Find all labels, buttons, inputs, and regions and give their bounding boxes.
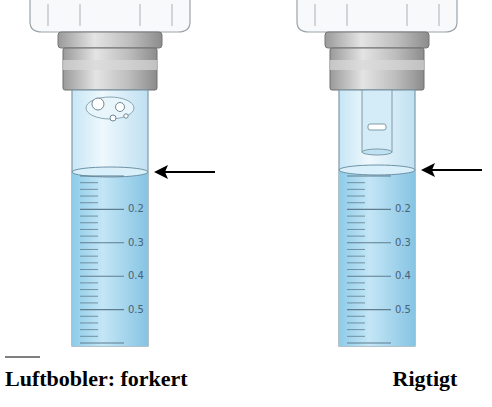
- scale-tick: [80, 189, 98, 190]
- scale-tick: [347, 242, 391, 243]
- scale-tick: [80, 236, 98, 237]
- scale-number: 0.2: [128, 203, 144, 215]
- scale-tick: [347, 209, 391, 210]
- scale-tick: [80, 296, 98, 297]
- scale-tick: [347, 175, 391, 176]
- scale-tick: [80, 249, 98, 250]
- scale-tick: [80, 322, 98, 323]
- syringe-correct: [297, 0, 482, 346]
- scale-tick: [347, 322, 365, 323]
- scale-number: 0.2: [395, 203, 411, 215]
- scale-tick: [347, 329, 365, 330]
- scale-tick: [347, 196, 365, 197]
- scale-number: 0.4: [395, 270, 411, 282]
- scale-tick: [347, 276, 391, 277]
- scale-tick: [347, 269, 365, 270]
- scale-tick: [347, 189, 365, 190]
- scale-tick: [80, 229, 98, 230]
- scale-tick: [80, 336, 98, 337]
- scale-tick: [80, 175, 124, 176]
- scale-tick: [347, 316, 365, 317]
- scale-tick: [80, 182, 98, 183]
- scale-tick: [80, 216, 98, 217]
- scale-number: 0.5: [395, 304, 411, 316]
- scale-tick: [80, 256, 98, 257]
- caption-right: Rigtigt: [393, 366, 458, 392]
- scale-tick: [80, 342, 124, 343]
- scale-tick: [80, 282, 98, 283]
- scale-tick: [347, 282, 365, 283]
- scale-tick: [80, 316, 98, 317]
- syringe-with-bubbles: [30, 0, 215, 346]
- scale-tick: [80, 269, 98, 270]
- scale-tick: [80, 196, 98, 197]
- scale-tick: [347, 256, 365, 257]
- footnote-rule: [5, 356, 40, 357]
- scale-tick: [347, 249, 365, 250]
- scale-tick: [347, 236, 365, 237]
- scale-tick: [347, 296, 365, 297]
- scale-tick: [347, 182, 365, 183]
- scale-number: 0.4: [128, 270, 144, 282]
- scale-tick: [347, 216, 365, 217]
- scale-tick: [80, 242, 124, 243]
- scale-tick: [347, 222, 365, 223]
- scale-tick: [347, 262, 365, 263]
- scale-tick: [80, 302, 98, 303]
- scale-tick: [80, 262, 98, 263]
- scale-tick: [347, 309, 391, 310]
- caption-wrong: Luftbobler: forkert: [5, 366, 188, 392]
- scale-tick: [347, 202, 365, 203]
- scale-tick: [80, 209, 124, 210]
- scale-tick: [347, 229, 365, 230]
- scale-tick: [347, 342, 391, 343]
- scale-tick: [80, 309, 124, 310]
- scale-tick: [347, 289, 365, 290]
- scale-tick: [80, 289, 98, 290]
- scale-tick: [347, 302, 365, 303]
- scale-number: 0.3: [395, 237, 411, 249]
- scale-tick: [80, 329, 98, 330]
- scale-tick: [80, 202, 98, 203]
- scale-tick: [347, 336, 365, 337]
- scale-tick: [80, 222, 98, 223]
- scale-tick: [80, 276, 124, 277]
- scale-number: 0.5: [128, 304, 144, 316]
- scale-number: 0.3: [128, 237, 144, 249]
